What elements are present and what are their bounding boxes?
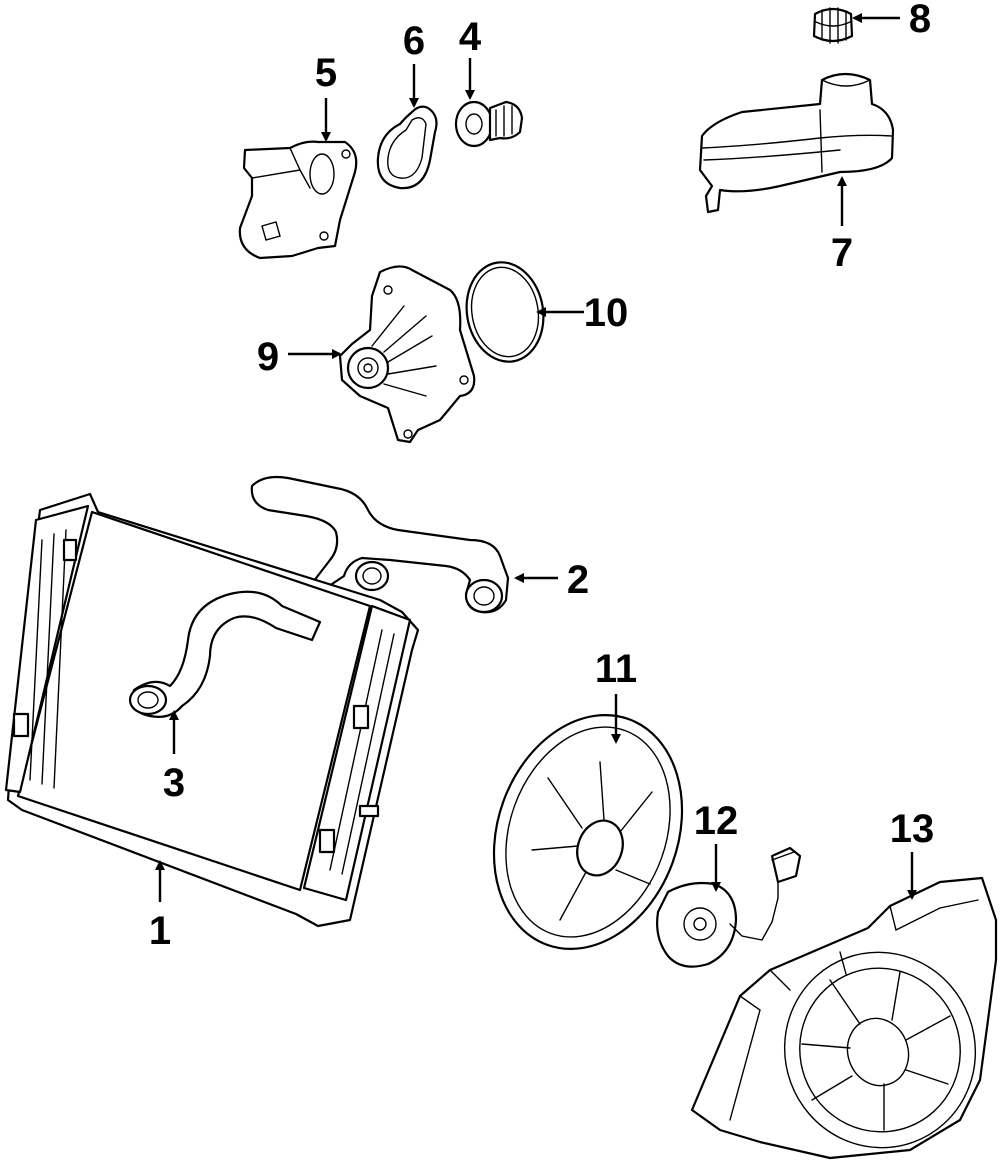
upper-radiator-hose-part [250, 475, 510, 614]
callout-3: 3 [163, 761, 185, 805]
callout-6: 6 [403, 19, 425, 63]
callout-9: 9 [257, 335, 279, 379]
cooling-fan-part [492, 714, 684, 950]
callout-leaders [155, 13, 917, 902]
fan-motor-part [656, 846, 802, 968]
callout-4: 4 [459, 15, 482, 59]
callout-8: 8 [909, 0, 931, 41]
reservoir-cap-part [812, 7, 854, 44]
callout-labels: 1 2 3 4 5 6 7 8 9 10 11 12 13 [149, 0, 934, 953]
water-outlet-housing-part [238, 140, 358, 260]
coolant-reservoir-part [698, 72, 895, 214]
water-pump-part [338, 265, 476, 444]
callout-13: 13 [890, 807, 935, 851]
callout-2: 2 [567, 558, 589, 602]
callout-12: 12 [694, 799, 739, 843]
callout-11: 11 [595, 647, 637, 691]
water-pump-gasket-part [465, 261, 545, 363]
callout-5: 5 [315, 51, 337, 95]
thermostat-part [454, 100, 524, 148]
callout-7: 7 [831, 231, 853, 275]
thermostat-seal-part [376, 105, 438, 190]
callout-10: 10 [584, 291, 629, 335]
fan-shroud-part [690, 876, 998, 1160]
callout-1: 1 [149, 909, 171, 953]
